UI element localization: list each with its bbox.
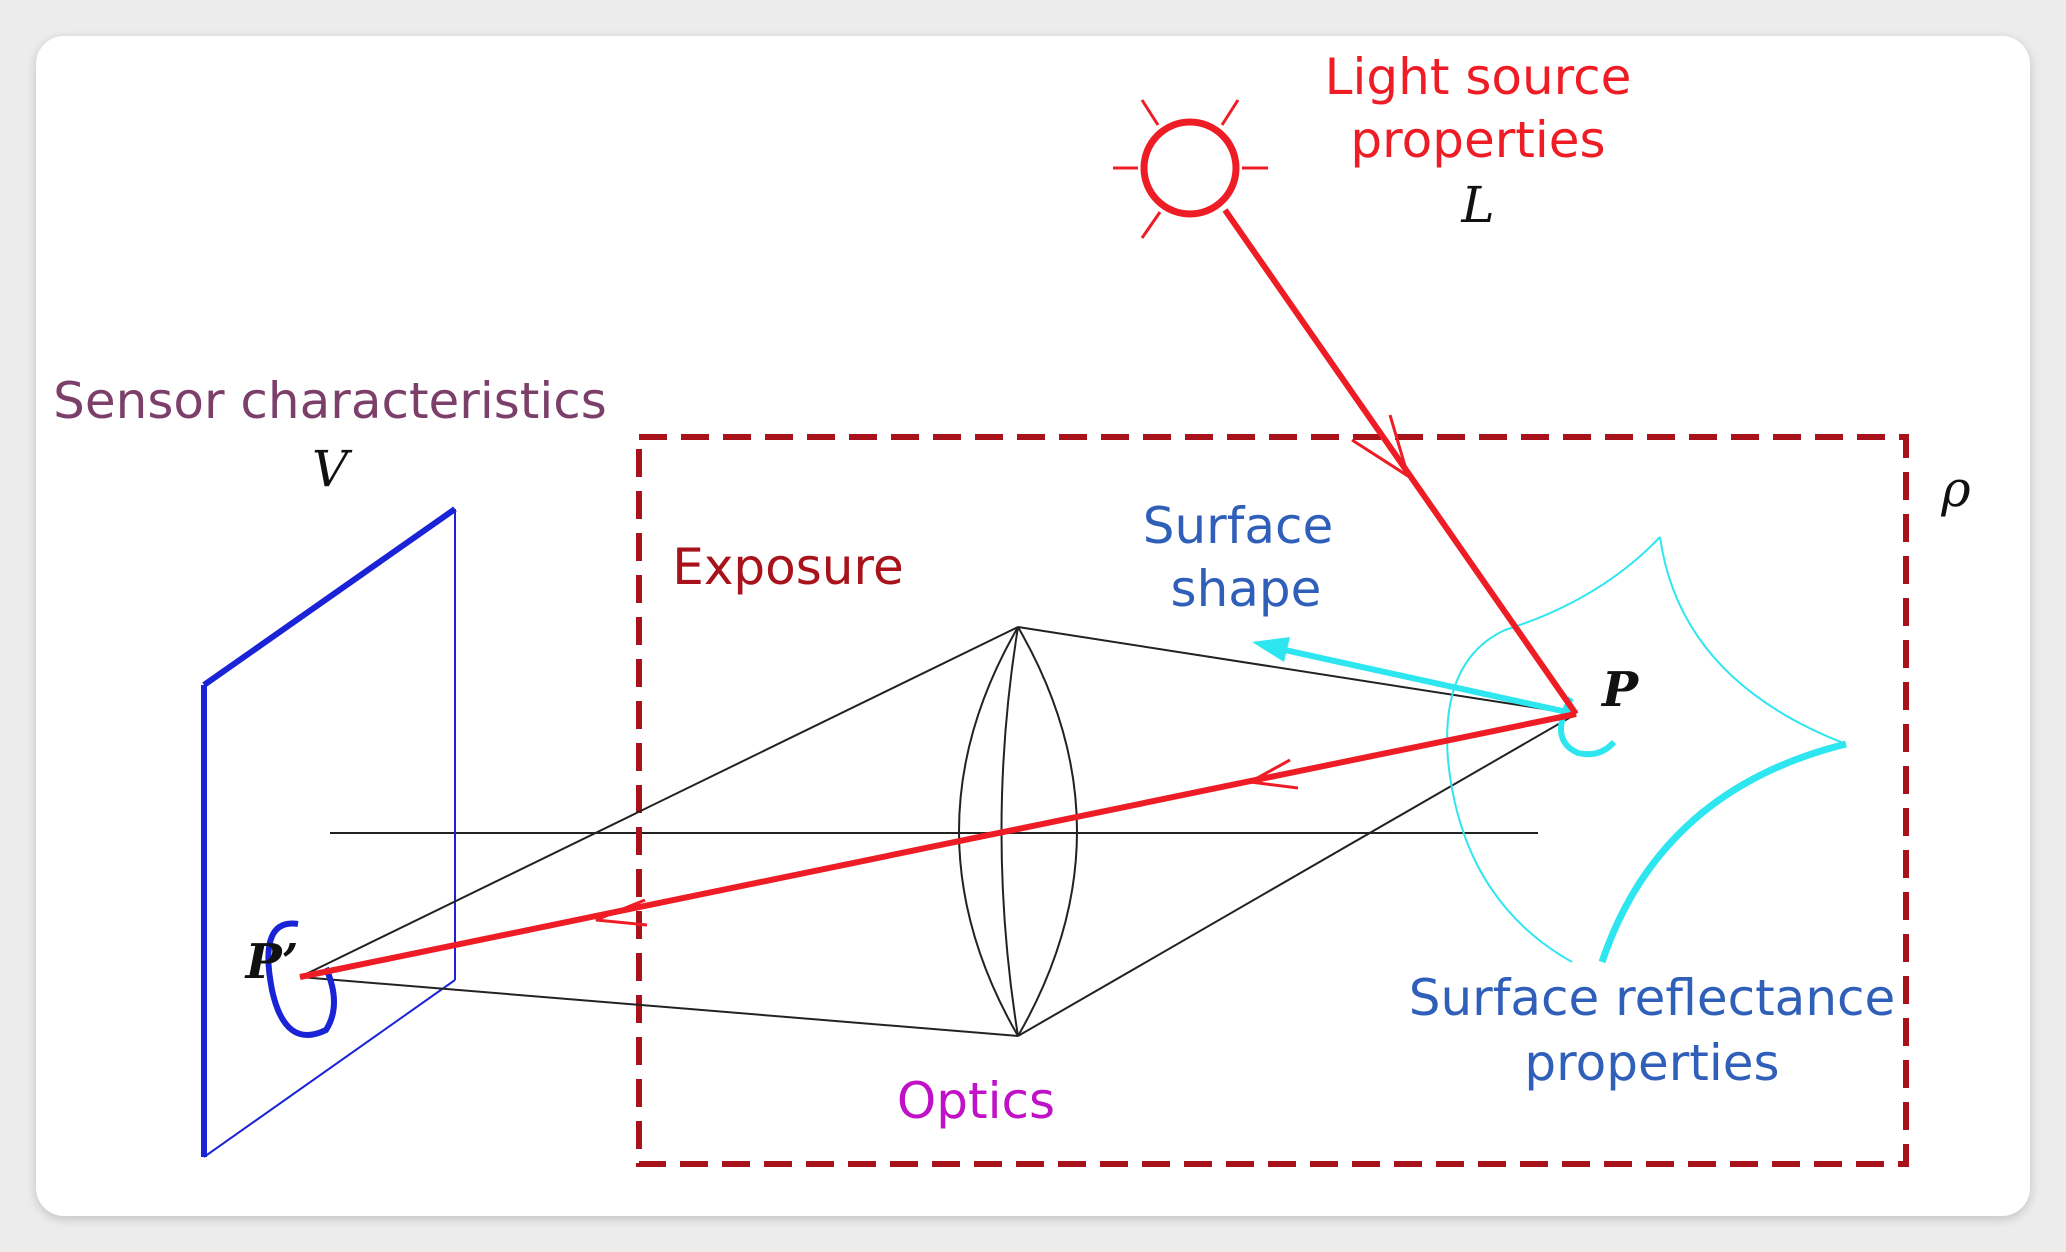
exposure-box xyxy=(636,434,1909,1167)
sensor-plane xyxy=(201,506,457,1158)
point-p-prime-label: P’ xyxy=(244,934,299,990)
sensor-symbol: V xyxy=(312,440,353,498)
point-p-prime-arc xyxy=(265,920,337,1038)
diagram-card xyxy=(36,36,2030,1216)
optics-label: Optics xyxy=(897,1072,1055,1130)
surface-curve xyxy=(1446,536,1847,964)
surface-shape-label-line2: shape xyxy=(1171,560,1322,618)
surface-shape-label-line1: Surface xyxy=(1143,497,1333,555)
point-p-label: P xyxy=(1600,662,1640,718)
rho-symbol: ρ xyxy=(1940,460,1971,518)
reflected-ray xyxy=(299,711,1577,980)
sun-icon xyxy=(1113,99,1268,239)
sensor-label: Sensor characteristics xyxy=(53,372,607,430)
cone-rays xyxy=(299,626,1577,1037)
reflectance-label-line2: properties xyxy=(1524,1034,1779,1092)
exposure-label: Exposure xyxy=(672,538,903,596)
reflectance-label-line1: Surface reflectance xyxy=(1409,969,1896,1027)
light-properties-label: properties xyxy=(1350,111,1605,169)
light-source-label: Light source xyxy=(1325,48,1632,106)
incident-light-ray xyxy=(1222,208,1579,716)
light-symbol: L xyxy=(1460,176,1494,234)
surface-normal-arrow xyxy=(1252,637,1577,717)
